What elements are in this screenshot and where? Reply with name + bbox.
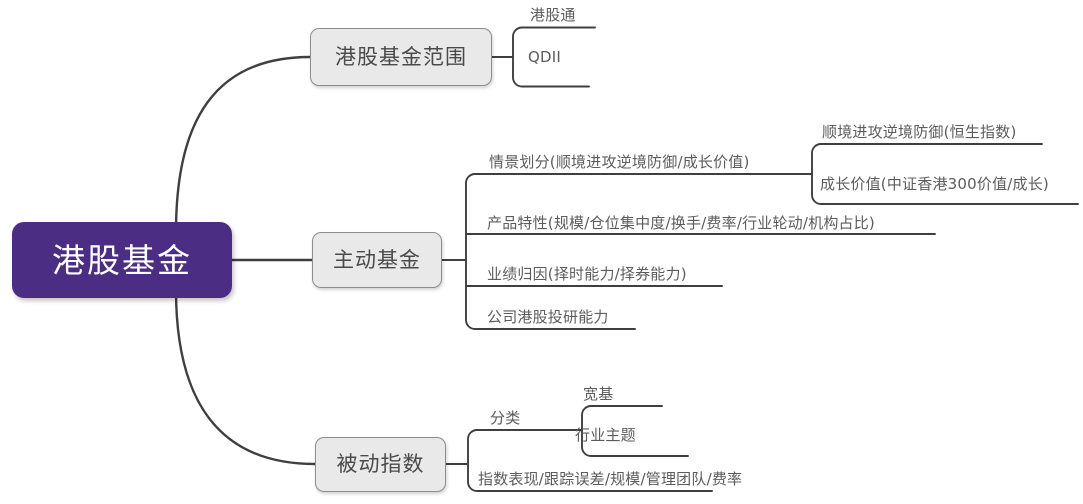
branch-node-passive[interactable]: 被动指数 <box>315 437 446 492</box>
leaf-classify-child-2[interactable]: 行业主题 <box>575 426 636 444</box>
branch-node-scope[interactable]: 港股基金范围 <box>310 28 492 86</box>
leaf-scenario-child-1[interactable]: 顺境进攻逆境防御(恒生指数) <box>822 123 1017 141</box>
leaf-scenario-child-2[interactable]: 成长价值(中证香港300价值/成长) <box>820 175 1049 193</box>
branch-node-active[interactable]: 主动基金 <box>312 232 442 288</box>
leaf-scope-child-2[interactable]: QDII <box>528 48 562 66</box>
wire-root-to-passive <box>174 288 317 466</box>
leaf-active-child-3[interactable]: 业绩归因(择时能力/择券能力) <box>487 265 687 283</box>
leaf-active-child-4[interactable]: 公司港股投研能力 <box>487 308 609 326</box>
leaf-passive-child-1[interactable]: 分类 <box>490 409 521 427</box>
branch-node-active-label: 主动基金 <box>333 247 421 272</box>
root-node[interactable]: 港股基金 <box>12 222 232 298</box>
leaf-active-child-2[interactable]: 产品特性(规模/仓位集中度/换手/费率/行业轮动/机构占比) <box>487 214 875 232</box>
leaf-passive-child-2[interactable]: 指数表现/跟踪误差/规模/管理团队/费率 <box>478 470 743 488</box>
leaf-classify-child-1[interactable]: 宽基 <box>583 385 614 403</box>
leaf-active-child-1[interactable]: 情景划分(顺境进攻逆境防御/成长价值) <box>489 153 750 171</box>
wire-scenario-bracket <box>811 143 1079 205</box>
branch-node-passive-label: 被动指数 <box>336 452 425 476</box>
wire-root-to-scope <box>174 55 312 234</box>
wire-active-bracket <box>465 173 717 330</box>
leaf-scope-child-1[interactable]: 港股通 <box>530 6 576 24</box>
root-node-label: 港股基金 <box>52 240 192 280</box>
branch-node-scope-label: 港股基金范围 <box>335 44 467 69</box>
